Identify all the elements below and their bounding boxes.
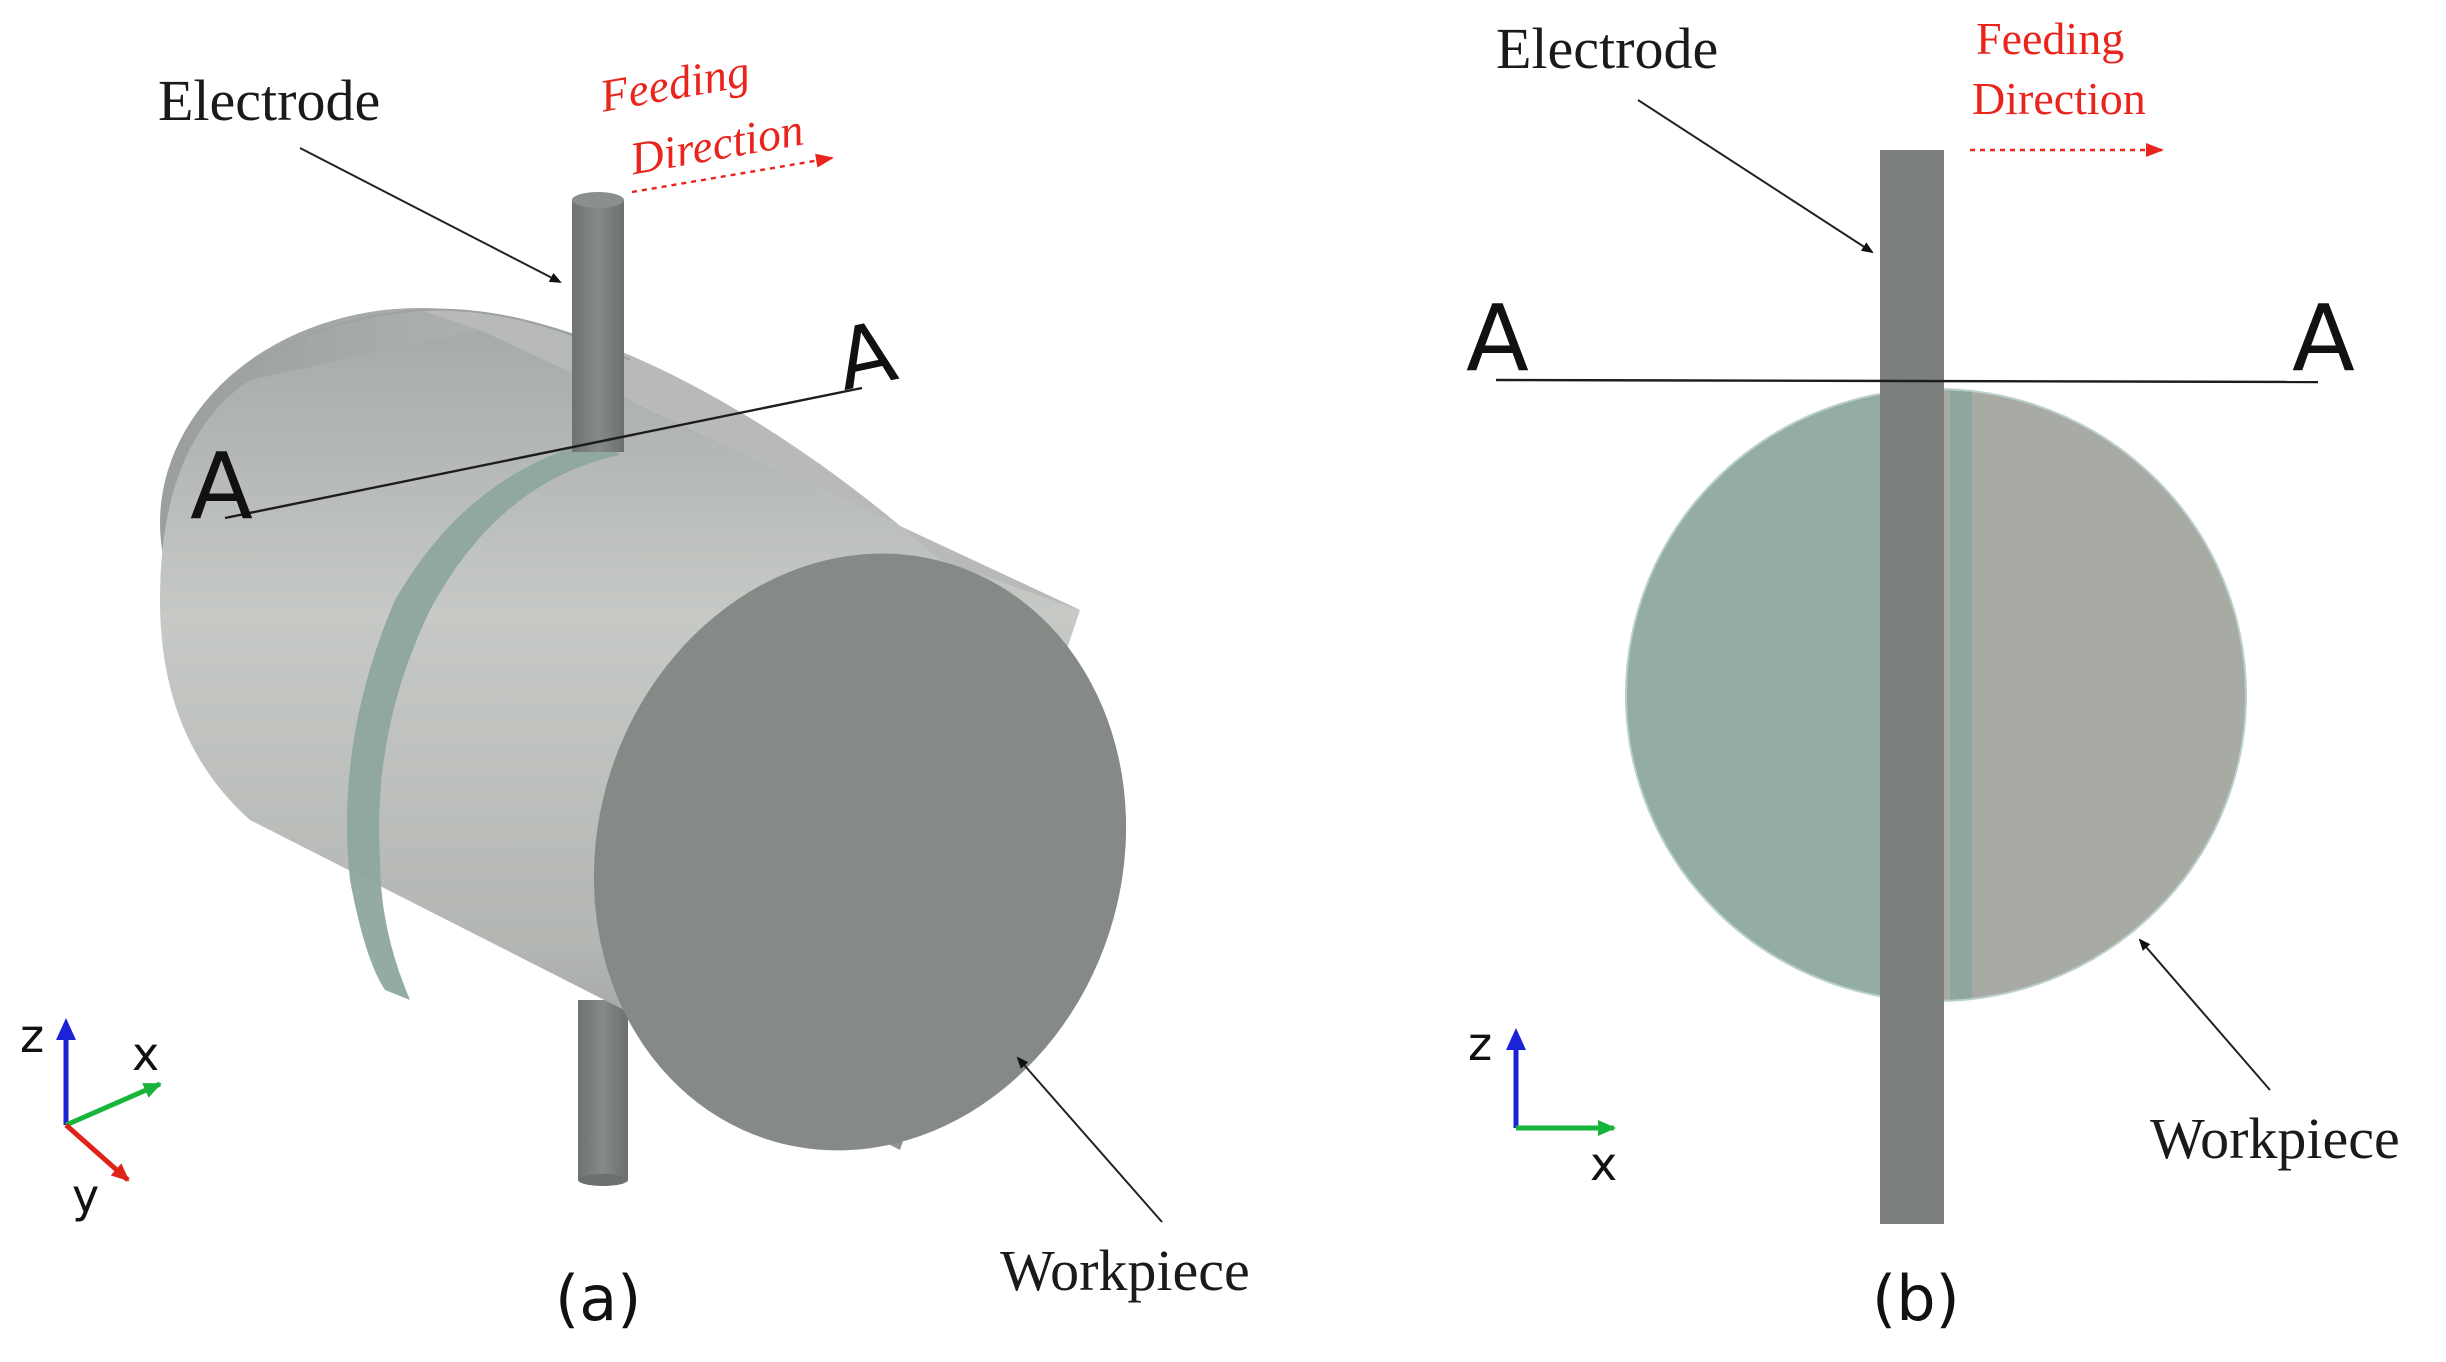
electrode-rod-b: [1880, 150, 1944, 1224]
workpiece-leader-arrow-b: [2138, 938, 2271, 1091]
y-axis-label: y: [72, 1169, 99, 1223]
electrode-leader-arrow: [299, 147, 562, 283]
z-axis-label: z: [20, 1009, 44, 1063]
workpiece-label: Workpiece: [1000, 1238, 1250, 1303]
feeding-label-line1-b: Feeding: [1976, 13, 2124, 64]
section-label-left-b: A: [1466, 285, 1529, 392]
x-axis-arrow: [65, 1081, 162, 1128]
workpiece-leader-arrow: [1016, 1056, 1163, 1223]
electrode-rod-lower: [578, 1000, 628, 1180]
panel-a: A A Electrode Feeding Direction Workpiec…: [20, 45, 1250, 1335]
feeding-label-line2-b: Direction: [1972, 73, 2146, 124]
section-line-a-a: [224, 386, 863, 520]
x-axis-label-b: x: [1590, 1137, 1617, 1191]
feeding-label-line1: Feeding: [595, 45, 753, 122]
feeding-label-line2: Direction: [625, 104, 807, 185]
feeding-arrow: [631, 153, 834, 194]
axis-triad-a: z x y: [20, 1009, 162, 1223]
caption-b: (b): [1872, 1262, 1960, 1335]
electrode-rod-upper: [572, 200, 624, 452]
panel-b: A A Electrode Feeding Direction Workpiec…: [1466, 13, 2400, 1335]
feeding-direction: Feeding Direction: [595, 45, 807, 185]
section-label-right-b: A: [2292, 285, 2355, 392]
caption-a: (a): [555, 1262, 641, 1335]
cut-groove-band: [347, 440, 620, 1000]
x-axis-label: x: [132, 1027, 159, 1081]
section-line-a-a-b: [1495, 378, 2319, 384]
y-axis-arrow: [64, 1123, 130, 1182]
section-label-left: A: [190, 433, 253, 540]
workpiece-front-face: [593, 553, 1127, 1151]
electrode-label: Electrode: [158, 68, 380, 133]
electrode-label-b: Electrode: [1496, 16, 1718, 81]
workpiece-label-b: Workpiece: [2150, 1106, 2400, 1171]
z-axis-label-b: z: [1468, 1017, 1492, 1071]
axis-triad-b: z x: [1468, 1017, 1617, 1191]
electrode-leader-arrow-b: [1637, 99, 1874, 254]
